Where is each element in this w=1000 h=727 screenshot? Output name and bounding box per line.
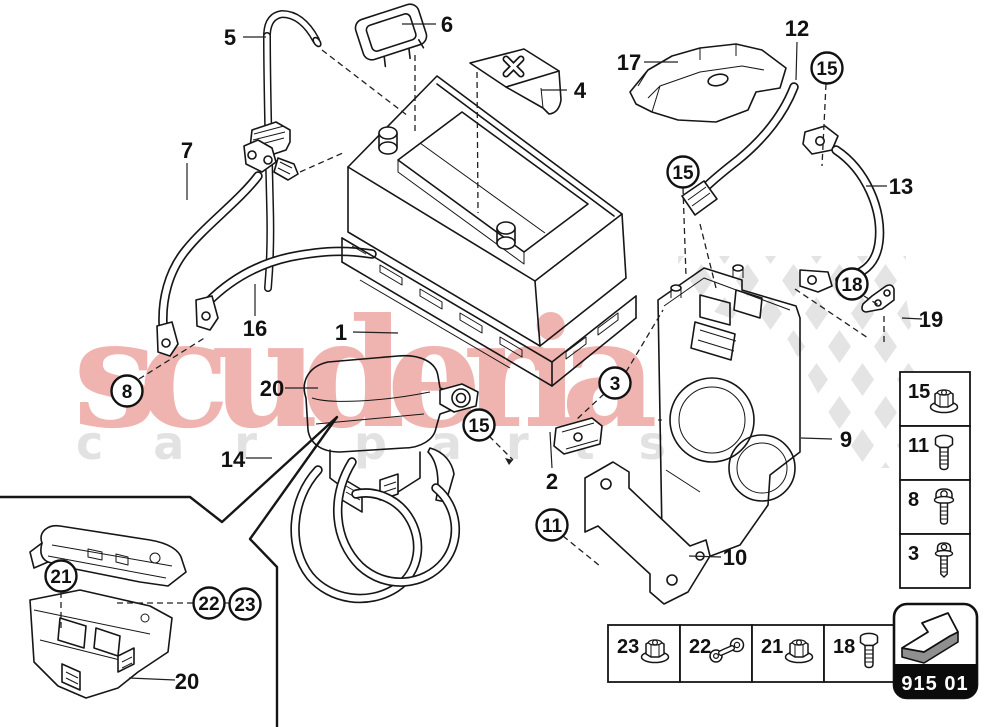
bracket-part19 <box>861 284 895 313</box>
cable-part16 <box>195 246 377 331</box>
mount-bracket-part10 <box>584 461 711 605</box>
svg-text:3: 3 <box>908 543 919 565</box>
inset-border <box>0 415 339 727</box>
callout-3[interactable]: 3 <box>598 366 632 400</box>
clip-part2 <box>553 417 603 455</box>
legend-cell-23[interactable]: 23 <box>607 624 681 683</box>
svg-text:21: 21 <box>50 567 72 588</box>
callout-15-a[interactable]: 15 <box>810 51 844 85</box>
svg-text:22: 22 <box>198 594 219 615</box>
svg-text:15: 15 <box>816 59 838 80</box>
svg-text:23: 23 <box>234 595 255 616</box>
callout-22[interactable]: 22 <box>192 586 226 620</box>
svg-text:15: 15 <box>908 381 930 403</box>
callout-14[interactable]: 14 <box>221 447 246 472</box>
inset-cover-part <box>29 524 187 587</box>
badge-code-bar <box>894 664 977 698</box>
callout-11[interactable]: 11 <box>535 508 569 542</box>
legend-cell-15[interactable]: 15 <box>899 371 971 427</box>
leader-lines <box>60 23 923 681</box>
svg-text:8: 8 <box>908 489 919 511</box>
callout-16[interactable]: 16 <box>243 316 267 341</box>
svg-text:15: 15 <box>672 163 694 184</box>
svg-text:8: 8 <box>122 382 133 403</box>
legend-cell-3[interactable]: 3 <box>899 533 971 589</box>
cable-part12 <box>681 82 799 216</box>
inset-module-part20 <box>29 589 173 699</box>
svg-text:18: 18 <box>833 636 855 658</box>
svg-text:21: 21 <box>761 636 783 658</box>
callout-4[interactable]: 4 <box>574 78 587 103</box>
svg-text:11: 11 <box>542 516 563 537</box>
callout-7[interactable]: 7 <box>181 138 193 163</box>
callout-9[interactable]: 9 <box>840 427 852 452</box>
fastener-legend-bottom: 23 22 21 18 <box>607 624 896 683</box>
callout-20-bottom[interactable]: 20 <box>175 669 199 694</box>
cover-frame-part6 <box>354 3 428 68</box>
cable-part14 <box>290 457 461 604</box>
callout-13[interactable]: 13 <box>889 174 913 199</box>
callout-21[interactable]: 21 <box>44 559 78 593</box>
callout-17[interactable]: 17 <box>617 50 641 75</box>
badge-code-text: 915 01 <box>901 673 968 695</box>
bracket-part17 <box>629 43 787 123</box>
section-arrow-icon <box>901 612 959 664</box>
part-code-badge[interactable]: 915 01 <box>892 602 979 700</box>
callout-19[interactable]: 19 <box>919 307 943 332</box>
callout-8[interactable]: 8 <box>110 374 144 408</box>
legend-cell-22[interactable]: 22 <box>679 624 753 683</box>
diagram-artwork <box>0 3 895 727</box>
callout-20-top[interactable]: 20 <box>260 376 284 401</box>
callout-1[interactable]: 1 <box>335 320 347 345</box>
legend-cell-11[interactable]: 11 <box>899 425 971 481</box>
watermark-sub-parts: parts <box>354 416 710 470</box>
ground-cable-part7 <box>156 171 263 357</box>
svg-text:22: 22 <box>689 636 711 658</box>
callout-10[interactable]: 10 <box>723 545 747 570</box>
callout-6[interactable]: 6 <box>441 12 453 37</box>
legend-cell-21[interactable]: 21 <box>751 624 825 683</box>
legend-cell-8[interactable]: 8 <box>899 479 971 535</box>
legend-cell-18[interactable]: 18 <box>823 624 896 683</box>
battery-part1 <box>341 75 637 387</box>
callout-12[interactable]: 12 <box>785 16 809 41</box>
callout-23[interactable]: 23 <box>228 587 262 621</box>
terminal-clamp <box>243 121 299 181</box>
callout-15-b[interactable]: 15 <box>666 155 700 189</box>
fastener-legend-side: 15 11 8 3 <box>899 371 971 589</box>
cover-part4 <box>469 48 562 115</box>
callout-18[interactable]: 18 <box>835 267 869 301</box>
callout-15-c[interactable]: 15 <box>462 408 496 442</box>
callout-labels: 5 6 4 17 12 13 7 16 1 20 2 9 10 14 19 20… <box>44 12 943 694</box>
callout-2[interactable]: 2 <box>546 469 558 494</box>
svg-text:15: 15 <box>468 416 490 437</box>
svg-text:11: 11 <box>908 435 929 457</box>
svg-text:18: 18 <box>841 275 862 296</box>
watermark-sub-car: car <box>76 416 307 470</box>
svg-text:3: 3 <box>610 374 621 395</box>
callout-5[interactable]: 5 <box>224 25 236 50</box>
svg-text:23: 23 <box>617 636 639 658</box>
battery-tray-part9 <box>657 264 801 561</box>
